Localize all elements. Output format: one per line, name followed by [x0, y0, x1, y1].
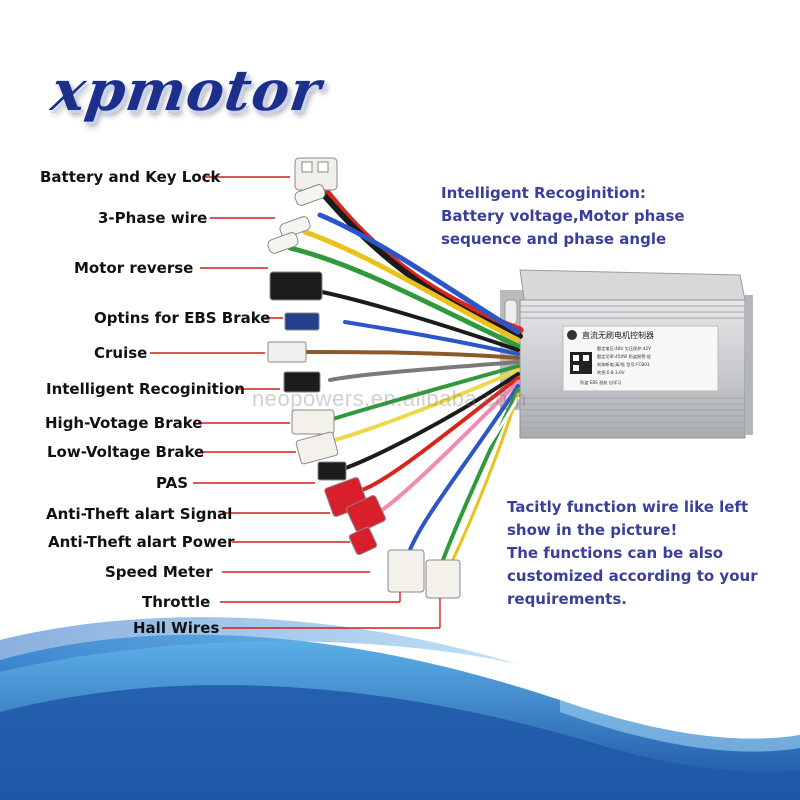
note-bottom-line2: show in the picture!: [507, 521, 678, 539]
label-intelligent-recognition: Intelligent Recoginition: [46, 380, 245, 398]
note-bottom-line3: The functions can be also: [507, 544, 724, 562]
label-cruise: Cruise: [94, 344, 148, 362]
note-bottom-line4: customized according to your: [507, 567, 758, 585]
note-top-line3: sequence and phase angle: [441, 230, 667, 248]
leader-lines: [150, 176, 441, 629]
label-anti-theft-signal: Anti-Theft alart Signal: [46, 505, 233, 523]
brand-logo: xpmotor: [47, 58, 326, 124]
label-anti-theft-power: Anti-Theft alart Power: [48, 533, 235, 551]
note-bottom-line1: Tacitly function wire like left: [507, 498, 749, 516]
label-battery-key-lock: Battery and Key Lock: [40, 168, 221, 186]
label-low-voltage-brake: Low-Voltage Brake: [47, 443, 205, 461]
label-motor-reverse: Motor reverse: [74, 259, 194, 277]
controller-label-title: 直流无刷电机控制器: [582, 330, 654, 340]
note-function-wires: Tacitly function wire like left show in …: [507, 496, 758, 611]
label-high-voltage-brake: High-Votage Brake: [45, 414, 203, 432]
bottom-wave-decoration: [0, 617, 800, 800]
wire-connectors: [267, 157, 461, 599]
note-top-line1: Intelligent Recoginition:: [441, 184, 646, 202]
label-hall-wires: Hall Wires: [133, 619, 220, 637]
controller-label-spec1: 额定电压:48V 欠压保护:42V: [597, 345, 651, 352]
label-throttle: Throttle: [142, 593, 211, 611]
note-intelligent-recognition: Intelligent Recoginition: Battery voltag…: [441, 182, 685, 251]
label-3-phase-wire: 3-Phase wire: [98, 209, 208, 227]
label-speed-meter: Speed Meter: [105, 563, 213, 581]
watermark: neopowers.en.alibaba.com: [252, 386, 527, 411]
controller-label-spec5: 防盗 EBS 巡航 自学习: [580, 379, 621, 386]
label-pas: PAS: [156, 474, 189, 492]
wire-bundle: [287, 185, 524, 572]
controller-label-spec3: 刹车断电:高/低 型号:FCB03: [597, 361, 650, 368]
label-ebs-brake: Optins for EBS Brake: [94, 309, 271, 327]
note-top-line2: Battery voltage,Motor phase: [441, 207, 685, 225]
controller-box: 直流无刷电机控制器 额定电压:48V 欠压保护:42V 额定功率:450W 防盗…: [500, 269, 753, 439]
controller-label-spec4: 转把:0.8-3.6V: [597, 369, 625, 376]
note-bottom-line5: requirements.: [507, 590, 627, 608]
controller-label-spec2: 额定功率:450W 防盗报警:低: [597, 353, 652, 360]
